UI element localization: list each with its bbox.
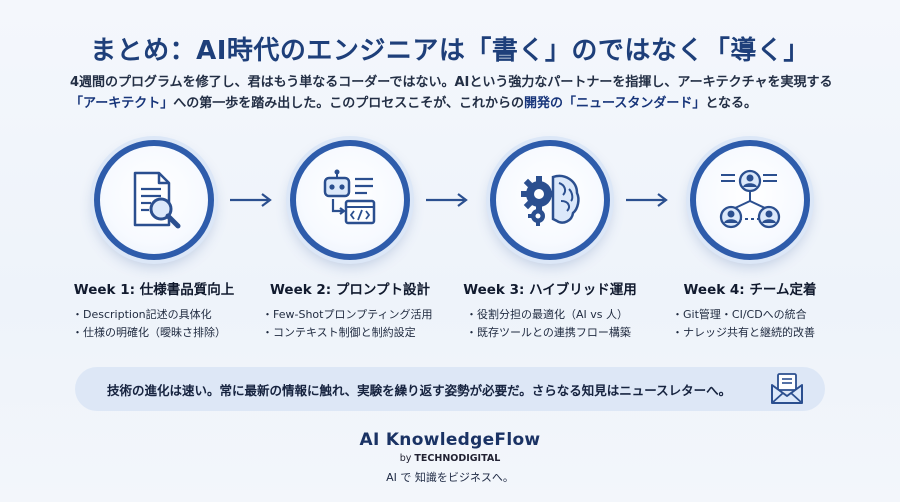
banner-text: 技術の進化は速い。常に最新の情報に触れ、実験を繰り返す姿勢が必要だ。さらなる知見…	[107, 382, 732, 398]
week-4-circle	[690, 140, 810, 260]
brand-by-prefix: by	[399, 453, 412, 464]
arrow-right-icon	[626, 193, 668, 207]
newsletter-mail-icon[interactable]	[769, 371, 805, 407]
list-item: コンテキスト制御と制約設定	[262, 324, 462, 342]
intro-paragraph: 4週間のプログラムを修了し、君はもう単なるコーダーではない。AIという強力なパー…	[70, 72, 840, 114]
document-search-icon	[133, 171, 181, 229]
intro-highlight-architect: 「アーキテクト」	[70, 96, 174, 111]
week-2-title: Week 2: プロンプト設計	[270, 282, 430, 298]
list-item: 既存ツールとの連携フロー構築	[466, 324, 666, 342]
intro-highlight-new-standard: 開発の「ニュースタンダード」	[523, 96, 706, 111]
brand-footer: AI KnowledgeFlow by TECHNODIGITAL AI で 知…	[0, 430, 900, 485]
brand-company: TECHNODIGITAL	[414, 453, 501, 464]
arrow-right-icon	[230, 193, 272, 207]
newsletter-banner[interactable]: 技術の進化は速い。常に最新の情報に触れ、実験を繰り返す姿勢が必要だ。さらなる知見…	[75, 367, 825, 411]
gear-brain-icon	[521, 174, 580, 226]
weekly-steps: Week 1: 仕様書品質向上 Description記述の具体化 仕様の明確化…	[0, 140, 900, 350]
intro-text-1: 4週間のプログラムを修了し、君はもう単なるコーダーではない。AIという強力なパー…	[70, 75, 833, 90]
list-item: Few-Shotプロンプティング活用	[262, 306, 462, 324]
list-item: Description記述の具体化	[72, 306, 272, 324]
week-4-title: Week 4: チーム定着	[683, 282, 817, 298]
week-4-list: Git管理・CI/CDへの統合 ナレッジ共有と継続的改善	[672, 306, 872, 342]
week-2-list: Few-Shotプロンプティング活用 コンテキスト制御と制約設定	[262, 306, 462, 342]
week-2-circle	[290, 140, 410, 260]
arrow-right-icon	[426, 193, 468, 207]
list-item: 役割分担の最適化（AI vs 人）	[466, 306, 666, 324]
team-network-icon	[719, 169, 781, 229]
week-3-circle	[490, 140, 610, 260]
robot-code-icon	[323, 169, 376, 225]
week-3-title: Week 3: ハイブリッド運用	[463, 282, 637, 298]
list-item: ナレッジ共有と継続的改善	[672, 324, 872, 342]
list-item: Git管理・CI/CDへの統合	[672, 306, 872, 324]
week-1-list: Description記述の具体化 仕様の明確化（曖昧さ排除）	[72, 306, 272, 342]
brand-tagline: AI で 知識をビジネスへ。	[386, 471, 514, 484]
week-1-title: Week 1: 仕様書品質向上	[73, 282, 235, 298]
list-item: 仕様の明確化（曖昧さ排除）	[72, 324, 272, 342]
week-3-list: 役割分担の最適化（AI vs 人） 既存ツールとの連携フロー構築	[466, 306, 666, 342]
intro-text-3: となる。	[705, 96, 757, 111]
intro-text-2: への第一歩を踏み出した。このプロセスこそが、これからの	[173, 96, 524, 111]
page-title: まとめ：AI時代のエンジニアは「書く」のではなく「導く」	[90, 36, 810, 66]
brand-name: AI KnowledgeFlow	[359, 430, 541, 450]
brand-byline: by TECHNODIGITAL	[0, 453, 900, 464]
week-1-circle	[94, 140, 214, 260]
